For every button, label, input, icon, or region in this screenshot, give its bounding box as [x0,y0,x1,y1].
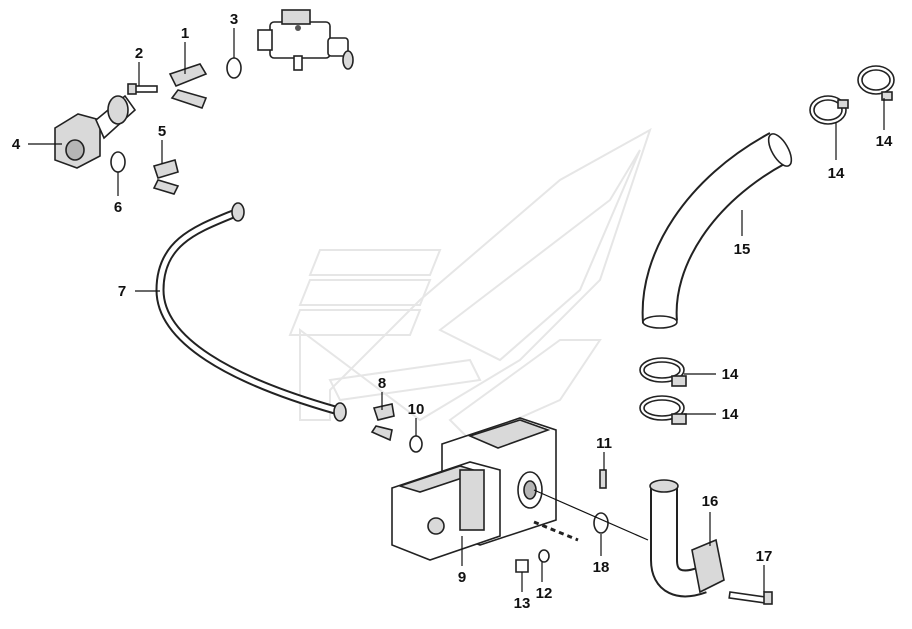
bolt-13 [515,559,529,573]
callout-14-mid-upper: 14 [722,366,739,383]
callout-18: 18 [593,559,610,576]
o-ring-10 [409,435,423,453]
callout-5: 5 [158,123,166,140]
callout-6: 6 [114,199,122,216]
hose-clamp-14-d [639,395,687,425]
split-flange-1 [168,63,208,109]
callout-14-mid-lower: 14 [722,406,739,423]
callout-1: 1 [181,25,189,42]
callout-4: 4 [12,136,21,153]
callout-10: 10 [408,401,425,418]
hydraulic-pump-9 [391,417,557,561]
callout-2: 2 [135,45,143,62]
callout-15: 15 [734,241,751,258]
bolt-2 [127,83,158,95]
pin-11 [599,469,607,489]
callout-14-top-right: 14 [876,133,893,150]
callout-13: 13 [514,595,531,612]
suction-pipe-16 [649,479,725,598]
hose-clamp-14-b [857,65,895,101]
o-ring-18 [593,512,609,534]
hose-clamp-14-c [639,357,687,387]
clamp-5 [152,159,180,195]
callout-8: 8 [378,375,386,392]
callout-12: 12 [536,585,553,602]
hydraulic-hose-7 [155,202,347,422]
leader-lines [28,28,885,592]
callout-3: 3 [230,11,238,28]
callout-7: 7 [118,283,126,300]
callout-14-top: 14 [828,165,845,182]
callout-16: 16 [702,493,719,510]
clamp-8 [370,403,395,442]
hose-clamp-14-a [809,95,849,125]
o-ring-6 [110,151,126,173]
valve-block [257,9,354,71]
flange-fitting-4 [54,94,137,169]
suction-hose-15 [641,132,793,329]
callout-11: 11 [596,435,612,452]
watermark-logo [288,127,652,442]
o-ring-3 [226,57,242,79]
bolt-17 [728,591,773,605]
callout-17: 17 [756,548,773,565]
callout-9: 9 [458,569,466,586]
washer-12 [538,549,550,563]
